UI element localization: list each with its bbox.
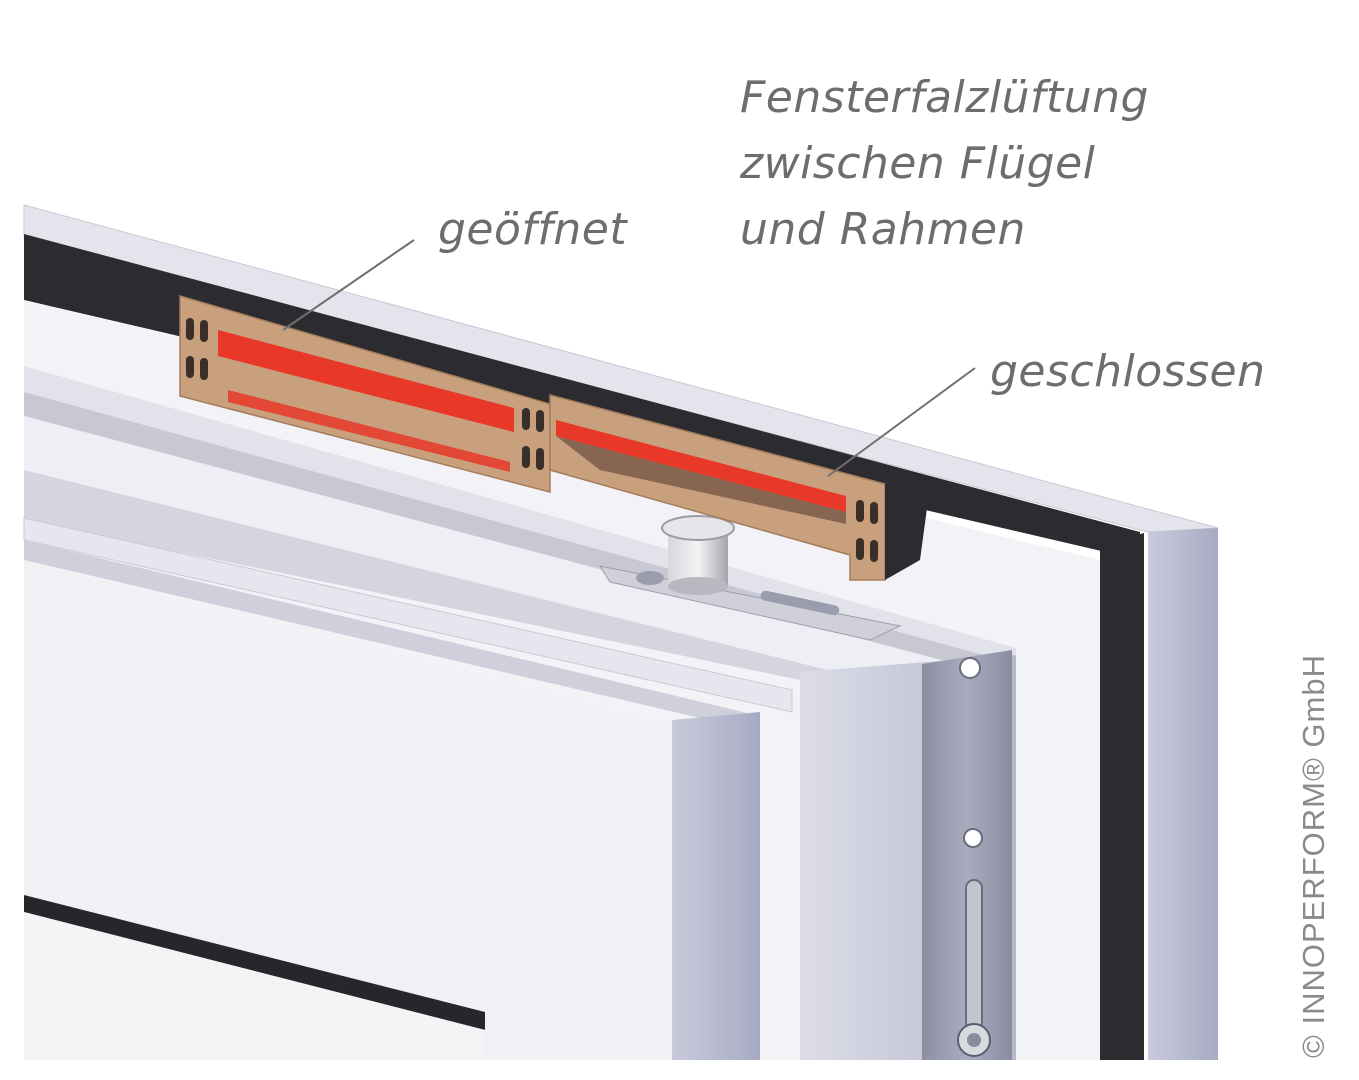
keep-hole: [636, 571, 664, 585]
vent-closed-red: [556, 420, 846, 512]
sash-rebate-shadow: [24, 470, 900, 688]
outer-frame-side: [1148, 528, 1218, 1060]
glazing-bead-side: [672, 712, 760, 1060]
locking-pin-base: [668, 577, 728, 595]
diagram-title: Fensterfalzlüftung zwischen Flügel und R…: [740, 66, 1149, 264]
hardware-plate: [922, 650, 1012, 1060]
frame-gasket-side: [1100, 533, 1144, 1060]
vent-closed-dark: [556, 436, 846, 524]
callout-open-label: geöffnet: [438, 204, 628, 255]
callout-closed-label: geschlossen: [990, 346, 1266, 397]
glass-pane: [24, 560, 672, 1060]
plate-slot: [965, 879, 983, 1031]
keep-slot: [760, 590, 840, 616]
glazing-bead-inner: [24, 540, 760, 732]
sash-rebate-channel: [24, 416, 1016, 688]
lower-gasket: [24, 895, 485, 1030]
vent-closed-slots: [856, 500, 878, 562]
plate-screw-core: [967, 1033, 981, 1047]
title-line-2: zwischen Flügel: [740, 138, 1096, 189]
glazing-bead-top: [23, 517, 793, 713]
locking-pin-top: [661, 515, 735, 541]
plate-hole-top: [959, 657, 981, 679]
vent-closed-end-block: [885, 484, 930, 580]
leader-line-open: [282, 239, 415, 331]
plate-hole-mid: [963, 828, 983, 848]
vent-open-slots: [186, 318, 544, 470]
title-line-1: Fensterfalzlüftung: [740, 72, 1149, 123]
leader-line-closed: [827, 367, 976, 477]
lower-glass-edge: [24, 912, 485, 1060]
title-line-3: und Rahmen: [740, 204, 1026, 255]
vent-open-red-teeth: [228, 390, 510, 472]
copyright-notice: © INNOPERFORM® GmbH: [1296, 654, 1331, 1058]
vent-open-red-channel: [218, 330, 514, 432]
sash-top: [24, 366, 1016, 664]
